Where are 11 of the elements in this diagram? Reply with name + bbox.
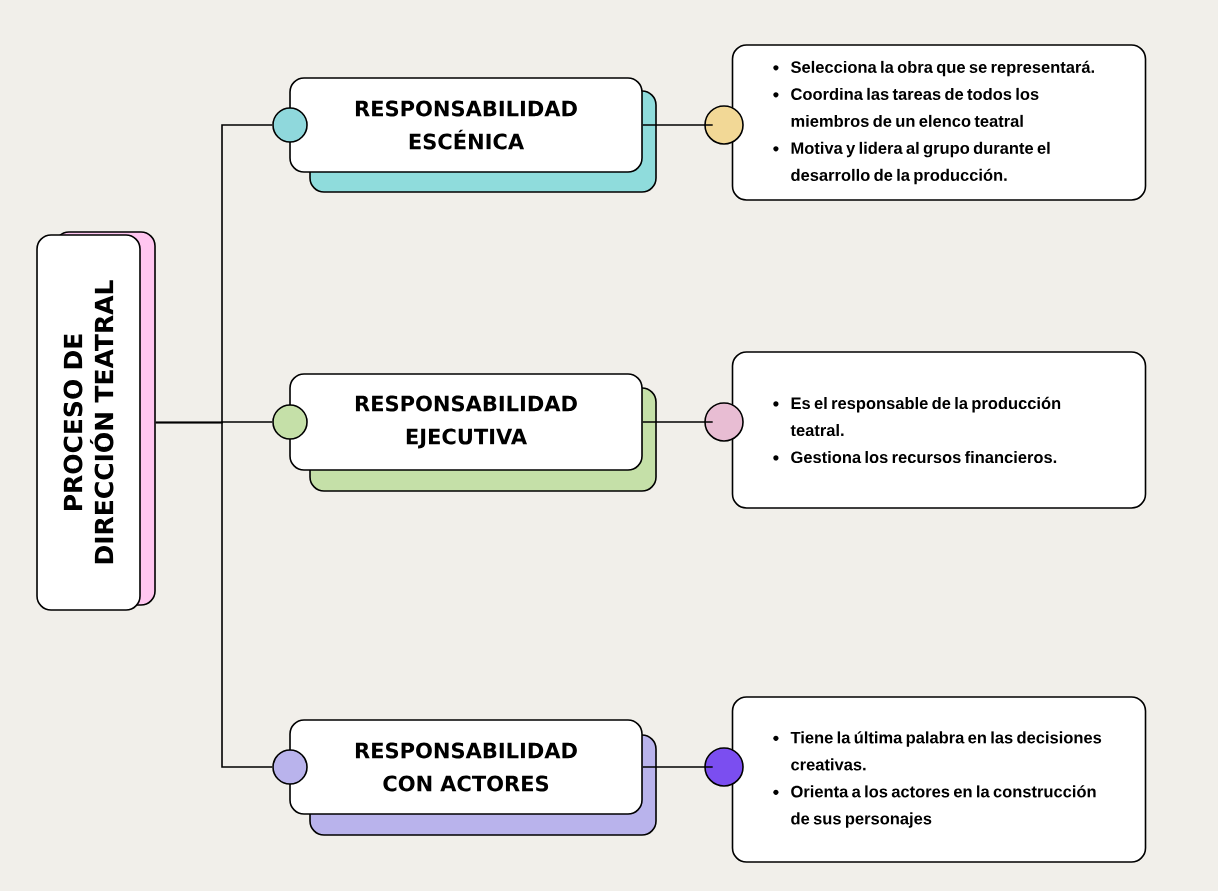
bullet-list-card: Selecciona la obra que se representará. Coordina las tareas de todos los miembros de un elenco teatral Motiva y lidera al grupo durante el desarrollo de la producción. [704, 44, 1147, 201]
bullet-list-card: Es el responsable de la producción teatral. Gestiona los recursos financieros. [704, 351, 1147, 509]
heading-card: RESPONSABILIDAD ESCÉNICA [272, 77, 657, 193]
connector-line [155, 421, 273, 768]
bullet-list-card: Tiene la última palabra en las decisiones creativas. Orienta a los actores en la construcción de sus personajes [704, 696, 1147, 863]
connector-line [642, 124, 714, 126]
connector-line [642, 766, 714, 768]
heading-card: RESPONSABILIDAD EJECUTIVA [272, 373, 657, 492]
title-card: PROCESO DE DIRECCIÓN TEATRAL [36, 231, 156, 611]
connector-line [642, 421, 714, 423]
heading-card: RESPONSABILIDAD CON ACTORES [272, 719, 657, 836]
